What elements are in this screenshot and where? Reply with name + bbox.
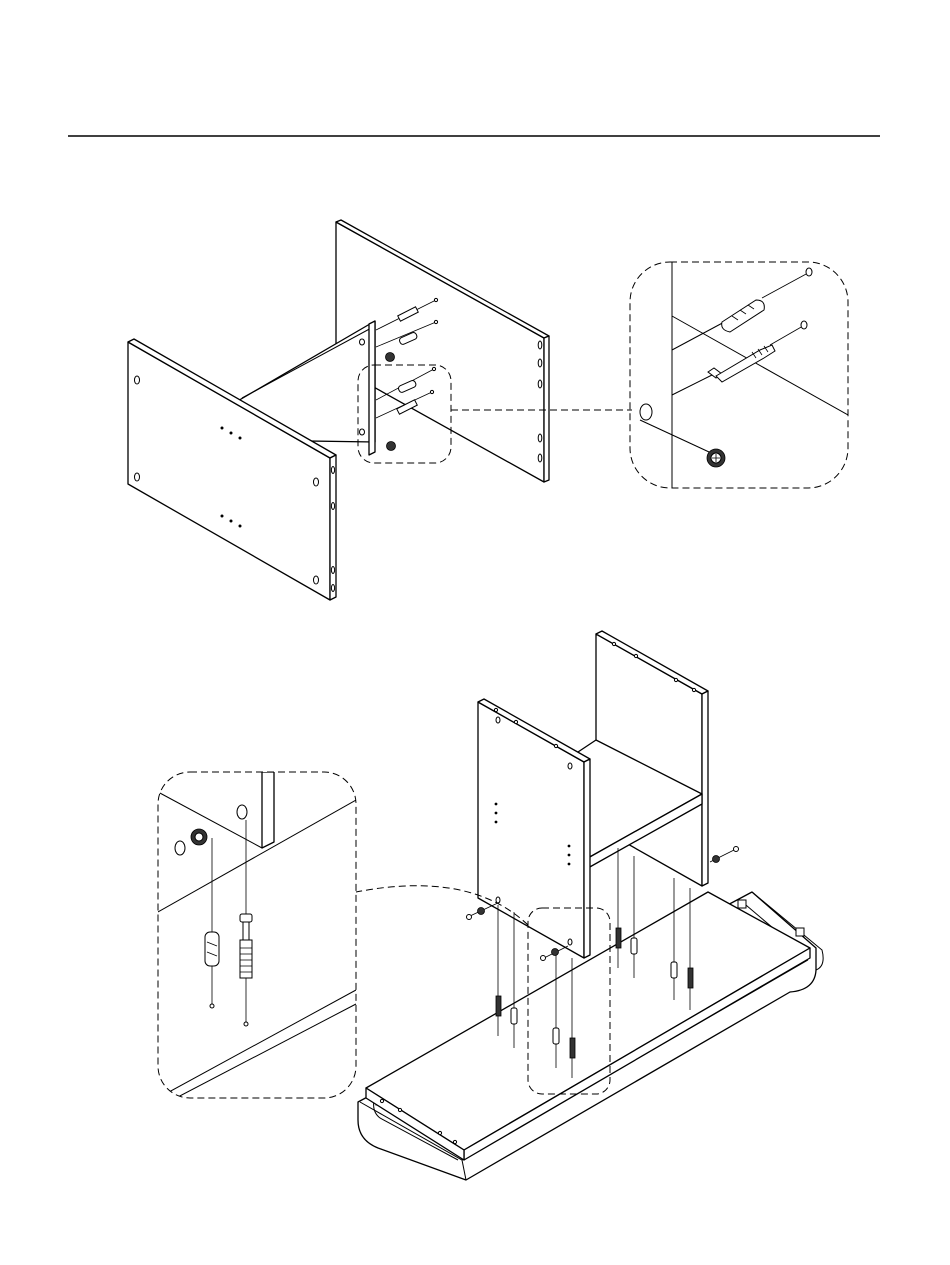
detail-cam-bolt — [708, 321, 807, 382]
cabinet-front-panel — [478, 699, 590, 958]
figure-1-panel-assembly — [128, 220, 632, 600]
detail2-cam-bolt — [240, 914, 252, 978]
cam-lock-detail-view — [630, 262, 848, 488]
detail2-dowel — [205, 932, 219, 966]
figure-2-cabinet-base — [356, 631, 823, 1180]
cam-bolt-base-detail-view — [158, 772, 356, 1098]
detail-cam-nut — [707, 449, 725, 467]
detail-dowel — [722, 268, 812, 332]
detail2-cam-nut — [175, 829, 207, 855]
